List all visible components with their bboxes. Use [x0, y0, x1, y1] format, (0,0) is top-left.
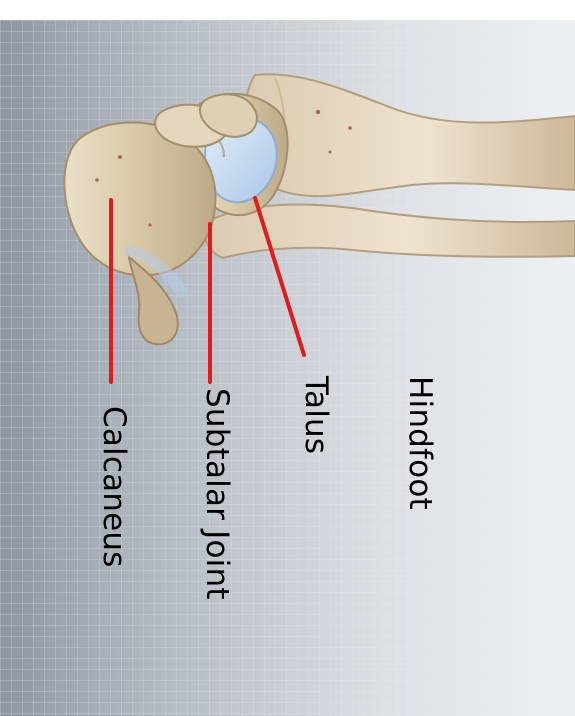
subtalar-joint-label: Subtalar Joint: [199, 388, 235, 600]
hindfoot-diagram: [0, 20, 575, 716]
hindfoot-label: Hindfoot: [402, 376, 438, 510]
calcaneus-bone: [64, 123, 215, 345]
tibia-bone: [245, 74, 575, 196]
talus-label: Talus: [298, 376, 334, 454]
calcaneus-label: Calcaneus: [96, 406, 132, 568]
image-panel: Calcaneus Subtalar Joint Talus Hindfoot: [0, 20, 575, 716]
